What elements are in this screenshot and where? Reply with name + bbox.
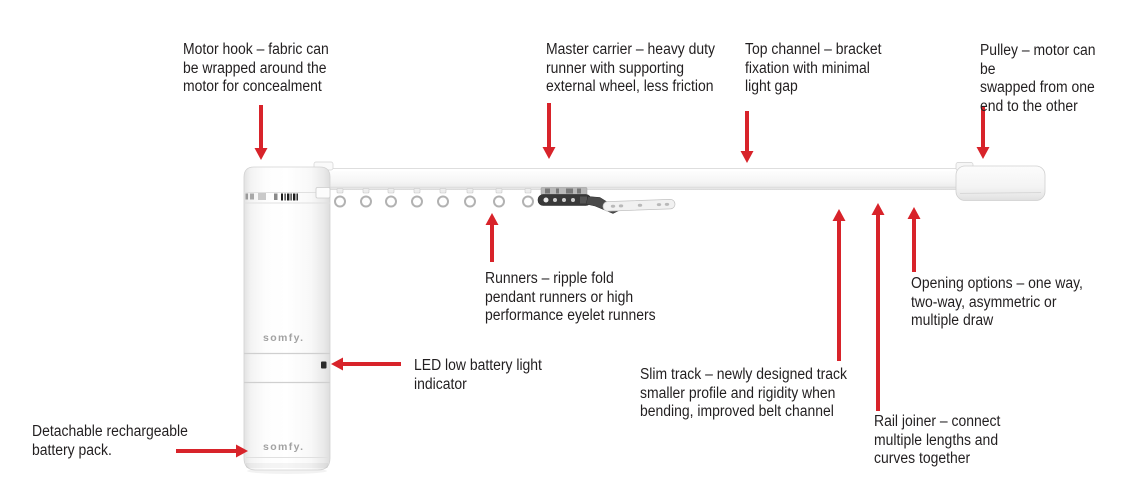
somfy-logo-battery: somfy.	[263, 441, 305, 453]
somfy-logo-motor: somfy.	[263, 332, 305, 344]
led-indicator-dot	[321, 361, 327, 369]
callout-opening-options: Opening options – one way, two-way, asym…	[911, 275, 1083, 329]
callout-slim-track: Slim track – newly designed track smalle…	[640, 366, 848, 420]
arrow-motor-hook	[254, 105, 268, 160]
callout-led-indicator: LED low battery light indicator	[414, 357, 542, 393]
arrow-master-carrier	[542, 103, 556, 159]
pulley-housing	[955, 162, 1046, 201]
callout-motor-hook: Motor hook – fabric can be wrapped aroun…	[183, 41, 329, 95]
runner	[360, 188, 372, 208]
callout-arrows	[176, 103, 990, 458]
callout-top-channel: Top channel – bracket fixation with mini…	[745, 41, 882, 95]
arrow-rail-joiner	[871, 203, 885, 411]
arrow-led-indicator	[331, 357, 401, 371]
runner	[493, 188, 505, 208]
arrow-top-channel	[740, 111, 754, 163]
arrow-pulley	[976, 107, 990, 159]
callout-pulley: Pulley – motor can be swapped from one e…	[980, 42, 1096, 115]
battery-bottom-lip	[246, 463, 328, 468]
slim-track-rail	[297, 168, 963, 190]
regulatory-markings	[245, 193, 298, 201]
callout-runners: Runners – ripple fold pendant runners or…	[485, 270, 656, 324]
arrow-slim-track	[832, 209, 846, 361]
runner	[437, 188, 449, 208]
callout-rail-joiner: Rail joiner – connect multiple lengths a…	[874, 413, 1001, 467]
eyelet-runners	[334, 188, 534, 208]
runner	[411, 188, 423, 208]
runner	[334, 188, 346, 208]
motor-hook-bracket	[315, 187, 331, 199]
arrow-battery-pack	[176, 444, 248, 458]
runner	[522, 188, 534, 208]
arrow-opening-options	[907, 207, 921, 272]
callout-master-carrier: Master carrier – heavy duty runner with …	[546, 41, 716, 95]
motor-unit	[243, 166, 331, 474]
runner	[464, 188, 476, 208]
runner	[385, 188, 397, 208]
master-carrier	[537, 187, 676, 214]
arrow-runners	[485, 213, 499, 262]
callout-battery-pack: Detachable rechargeable battery pack.	[32, 423, 188, 459]
